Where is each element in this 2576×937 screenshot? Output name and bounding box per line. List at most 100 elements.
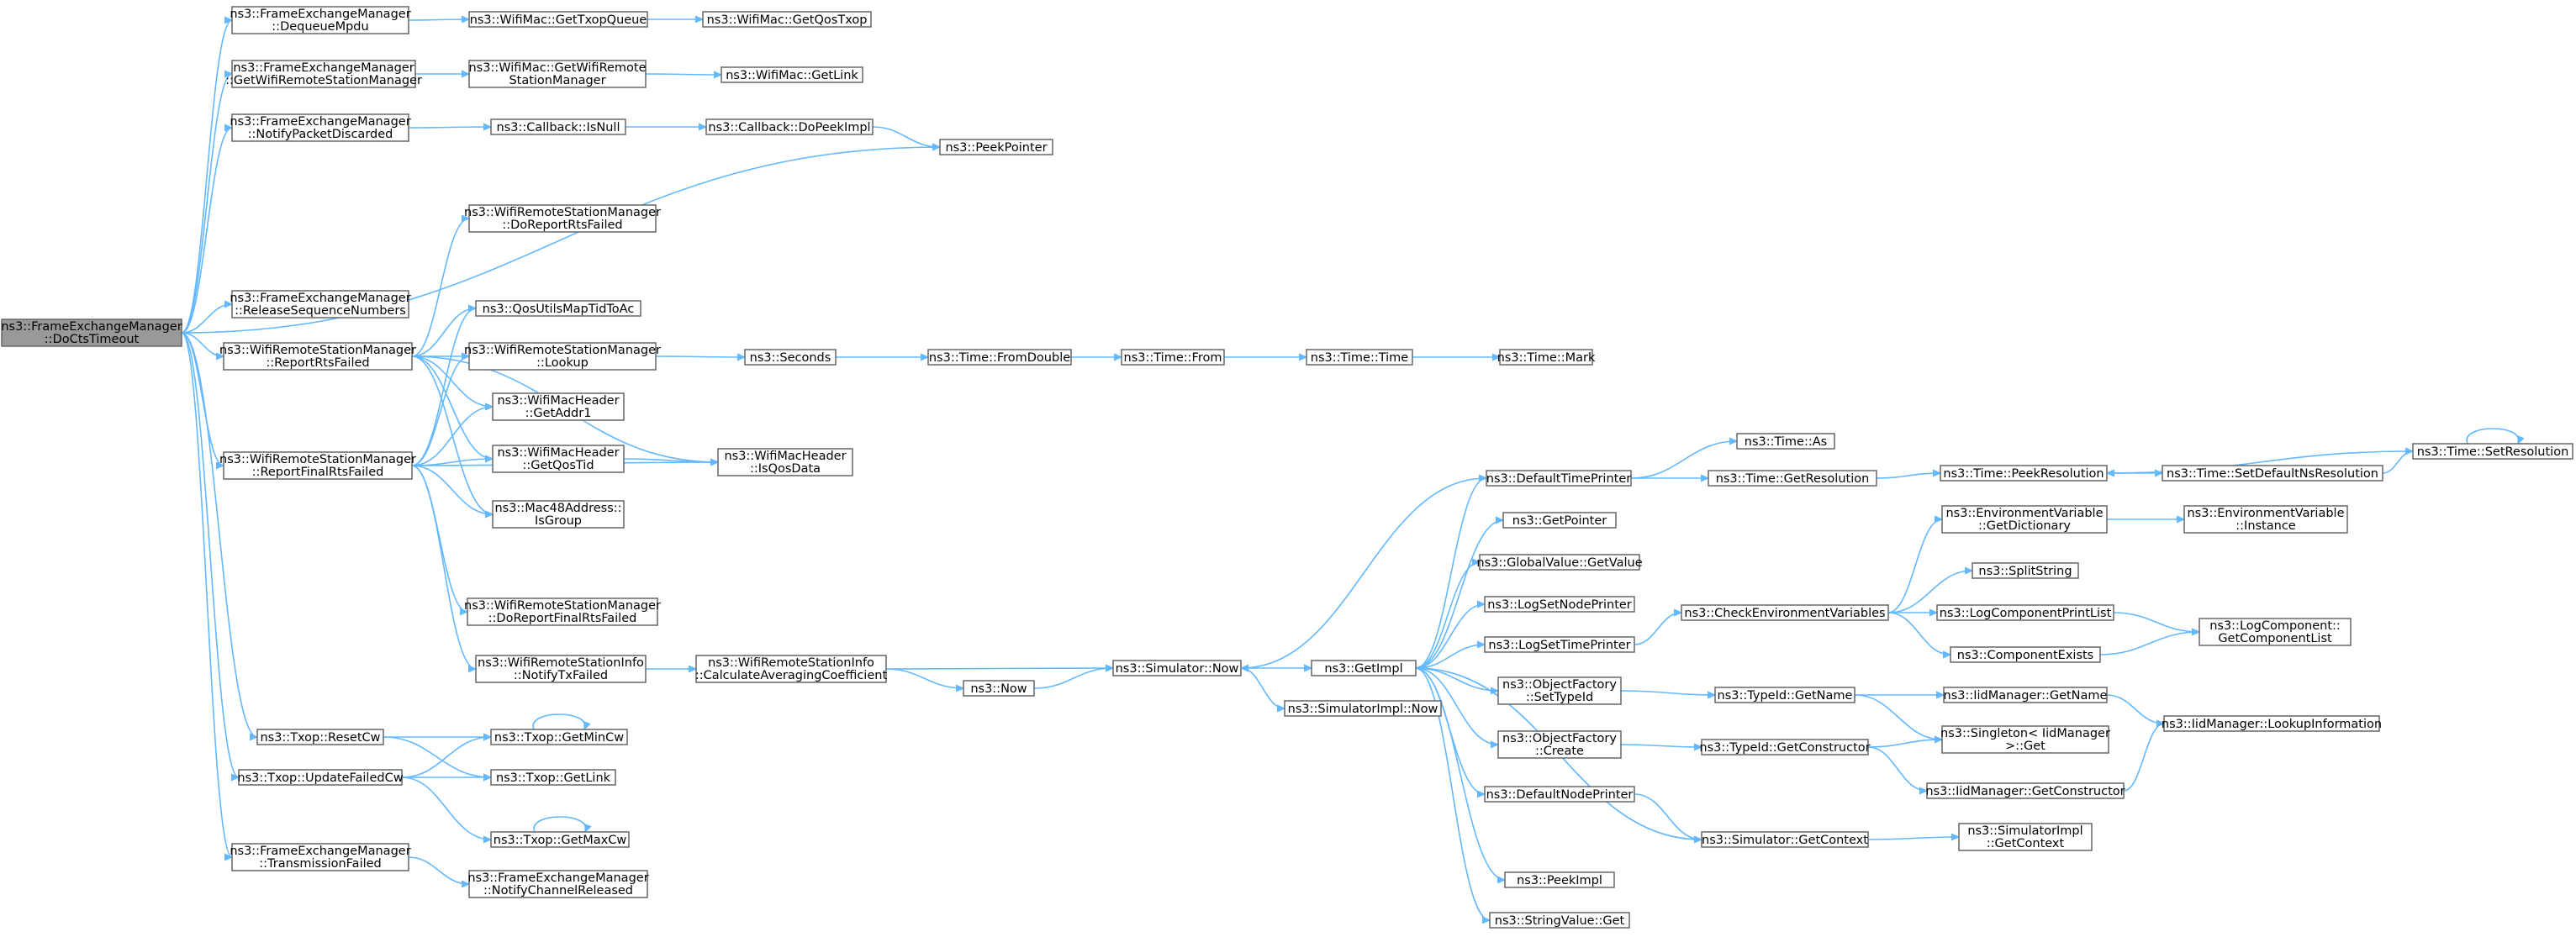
- node-box: [1484, 636, 1635, 653]
- node-componentExists[interactable]: ns3::ComponentExists: [1950, 646, 2101, 663]
- node-logCompGetList[interactable]: ns3::LogComponent::GetComponentList: [2199, 618, 2352, 646]
- node-iidLookupInfo[interactable]: ns3::IidManager::LookupInformation: [2162, 715, 2382, 732]
- node-box: [468, 870, 648, 898]
- node-setResolution[interactable]: ns3::Time::SetResolution: [2412, 443, 2573, 460]
- node-qosUtils[interactable]: ns3::QosUtilsMapTidToAc: [475, 300, 641, 317]
- node-label: ns3::EnvironmentVariable: [2187, 507, 2344, 520]
- edge-getMaxCw-to-getMaxCw: [533, 816, 586, 832]
- node-label: ns3::Time::Time: [1311, 351, 1409, 365]
- edge-root-to-reportRtsFailed: [181, 332, 224, 356]
- node-typeIdGetCtor[interactable]: ns3::TypeId::GetConstructor: [1699, 739, 1871, 755]
- node-simNow[interactable]: ns3::Simulator::Now: [1112, 660, 1242, 676]
- node-getImpl[interactable]: ns3::GetImpl: [1311, 660, 1417, 676]
- node-txopGetLink[interactable]: ns3::Txop::GetLink: [490, 769, 616, 786]
- node-defaultTimePrinter[interactable]: ns3::DefaultTimePrinter: [1486, 470, 1632, 487]
- edge-reportRtsFailed-to-doReportRtsFailed: [411, 218, 469, 357]
- node-box: [490, 118, 626, 135]
- node-notifyChannelReleased[interactable]: ns3::FrameExchangeManager::NotifyChannel…: [467, 870, 649, 898]
- node-logSetNodePrinter[interactable]: ns3::LogSetNodePrinter: [1484, 596, 1635, 613]
- edge-updateFailedCw-to-getMaxCw: [401, 776, 491, 840]
- node-peekResolution[interactable]: ns3::Time::PeekResolution: [1940, 465, 2108, 482]
- node-peekImpl[interactable]: ns3::PeekImpl: [1504, 871, 1615, 888]
- node-calcAvgCoef[interactable]: ns3::WifiRemoteStationInfo::CalculateAve…: [695, 655, 888, 683]
- node-simGetContext[interactable]: ns3::Simulator::GetContext: [1701, 831, 1869, 848]
- node-label: ::GetDictionary: [1978, 519, 2071, 533]
- node-label: ns3::SimulatorImpl: [1967, 824, 2082, 838]
- node-getMinCw[interactable]: ns3::Txop::GetMinCw: [490, 729, 628, 745]
- node-label: ns3::WifiRemoteStationInfo: [478, 656, 644, 670]
- node-simImplNow[interactable]: ns3::SimulatorImpl::Now: [1284, 700, 1442, 717]
- node-getQosTid[interactable]: ns3::WifiMacHeader::GetQosTid: [492, 445, 625, 473]
- node-globalValueGet[interactable]: ns3::GlobalValue::GetValue: [1476, 554, 1643, 571]
- node-getWifiRSM[interactable]: ns3::FrameExchangeManager::GetWifiRemote…: [225, 60, 422, 88]
- node-timeMark[interactable]: ns3::Time::Mark: [1497, 349, 1596, 366]
- node-box: [1714, 687, 1855, 703]
- node-splitString[interactable]: ns3::SplitString: [1972, 562, 2079, 579]
- node-logCompPrintList[interactable]: ns3::LogComponentPrintList: [1936, 604, 2114, 621]
- node-lookup[interactable]: ns3::WifiRemoteStationManager::Lookup: [464, 342, 661, 371]
- node-box: [490, 831, 630, 848]
- node-macGetWifiRSM[interactable]: ns3::WifiMac::GetWifiRemoteStationManage…: [468, 60, 647, 88]
- node-setDefaultNsRes[interactable]: ns3::Time::SetDefaultNsResolution: [2162, 465, 2383, 482]
- node-label: ::DoReportFinalRtsFailed: [488, 612, 637, 625]
- node-resetCw[interactable]: ns3::Txop::ResetCw: [256, 729, 384, 745]
- node-notifyTxFailed[interactable]: ns3::WifiRemoteStationInfo::NotifyTxFail…: [475, 655, 647, 683]
- edge-objFactorySetTypeId-to-typeIdGetName: [1620, 690, 1715, 695]
- node-reportFinalRtsFailed[interactable]: ns3::WifiRemoteStationManager::ReportFin…: [219, 451, 416, 480]
- node-notifyPacketDiscarded[interactable]: ns3::FrameExchangeManager::NotifyPacketD…: [230, 113, 411, 142]
- edge-updateFailedCw-to-getMinCw: [401, 737, 491, 778]
- node-iidGetCtor[interactable]: ns3::IidManager::GetConstructor: [1925, 782, 2125, 799]
- edge-getMinCw-to-getMinCw: [532, 713, 585, 729]
- node-logSetTimePrinter[interactable]: ns3::LogSetTimePrinter: [1484, 636, 1635, 653]
- node-transmissionFailed[interactable]: ns3::FrameExchangeManager::TransmissionF…: [230, 843, 411, 871]
- node-isQosData[interactable]: ns3::WifiMacHeader::IsQosData: [717, 448, 853, 476]
- node-checkEnvVars[interactable]: ns3::CheckEnvironmentVariables: [1681, 604, 1889, 621]
- node-dequeueMpdu[interactable]: ns3::FrameExchangeManager::DequeueMpdu: [230, 6, 411, 34]
- node-fromDouble[interactable]: ns3::Time::FromDouble: [927, 349, 1072, 366]
- node-label: ns3::WifiMac::GetWifiRemote: [468, 61, 646, 75]
- node-label: ns3::IidManager::LookupInformation: [2162, 718, 2382, 731]
- node-releaseSeqNums[interactable]: ns3::FrameExchangeManager::ReleaseSequen…: [230, 290, 411, 318]
- node-peekPointer[interactable]: ns3::PeekPointer: [939, 139, 1053, 155]
- node-reportRtsFailed[interactable]: ns3::WifiRemoteStationManager::ReportRts…: [219, 342, 416, 371]
- node-objFactoryCreate[interactable]: ns3::ObjectFactory::Create: [1497, 730, 1622, 759]
- node-typeIdGetName[interactable]: ns3::TypeId::GetName: [1714, 687, 1855, 703]
- node-macGetLink[interactable]: ns3::WifiMac::GetLink: [721, 66, 863, 83]
- node-label: ::ReportRtsFailed: [266, 356, 369, 370]
- node-defaultNodePrinter[interactable]: ns3::DefaultNodePrinter: [1484, 786, 1635, 803]
- node-getResolution[interactable]: ns3::Time::GetResolution: [1708, 470, 1877, 487]
- node-seconds[interactable]: ns3::Seconds: [744, 349, 837, 366]
- node-singletonGet[interactable]: ns3::Singleton< IidManager >::Get: [1940, 725, 2110, 754]
- node-label: ::NotifyChannelReleased: [483, 884, 633, 898]
- node-iidGetName[interactable]: ns3::IidManager::GetName: [1943, 687, 2108, 703]
- edge-simGetContext-to-simImplGetContext: [1867, 837, 1959, 840]
- node-getTxopQueue[interactable]: ns3::WifiMac::GetTxopQueue: [468, 11, 648, 28]
- node-getPointer[interactable]: ns3::GetPointer: [1502, 512, 1617, 529]
- edge-calcAvgCoef-to-simNow: [885, 668, 1113, 669]
- node-cbDoPeekImpl[interactable]: ns3::Callback::DoPeekImpl: [705, 118, 874, 135]
- node-envGetDict[interactable]: ns3::EnvironmentVariable::GetDictionary: [1941, 505, 2108, 534]
- node-box: [927, 349, 1072, 366]
- node-doReportRtsFailed[interactable]: ns3::WifiRemoteStationManager::DoReportR…: [464, 204, 661, 233]
- node-updateFailedCw[interactable]: ns3::Txop::UpdateFailedCw: [237, 769, 404, 786]
- node-envInstance[interactable]: ns3::EnvironmentVariable::Instance: [2183, 505, 2348, 534]
- node-cbIsNull[interactable]: ns3::Callback::IsNull: [490, 118, 626, 135]
- node-root[interactable]: ns3::FrameExchangeManager::DoCtsTimeout: [1, 318, 182, 347]
- node-timeAs[interactable]: ns3::Time::As: [1736, 433, 1835, 450]
- node-simImplGetContext[interactable]: ns3::SimulatorImpl::GetContext: [1958, 823, 2093, 851]
- node-label: ns3::Txop::GetMinCw: [494, 731, 624, 745]
- edge-getImpl-to-logSetTimePrinter: [1415, 645, 1485, 669]
- node-now[interactable]: ns3::Now: [963, 680, 1035, 697]
- node-doReportFinalRtsFailed[interactable]: ns3::WifiRemoteStationManager::DoReportF…: [464, 597, 661, 626]
- node-timeTime[interactable]: ns3::Time::Time: [1306, 349, 1413, 366]
- node-box: [492, 392, 625, 421]
- node-isGroup[interactable]: ns3::Mac48Address::IsGroup: [492, 500, 625, 529]
- node-getAddr1[interactable]: ns3::WifiMacHeader::GetAddr1: [492, 392, 625, 421]
- node-getMaxCw[interactable]: ns3::Txop::GetMaxCw: [490, 831, 630, 848]
- node-getQosTxop[interactable]: ns3::WifiMac::GetQosTxop: [702, 11, 872, 28]
- node-stringValueGet[interactable]: ns3::StringValue::Get: [1489, 912, 1630, 929]
- node-box: [468, 342, 657, 371]
- node-objFactorySetTypeId[interactable]: ns3::ObjectFactory::SetTypeId: [1497, 676, 1622, 705]
- node-timeFrom[interactable]: ns3::Time::From: [1121, 349, 1225, 366]
